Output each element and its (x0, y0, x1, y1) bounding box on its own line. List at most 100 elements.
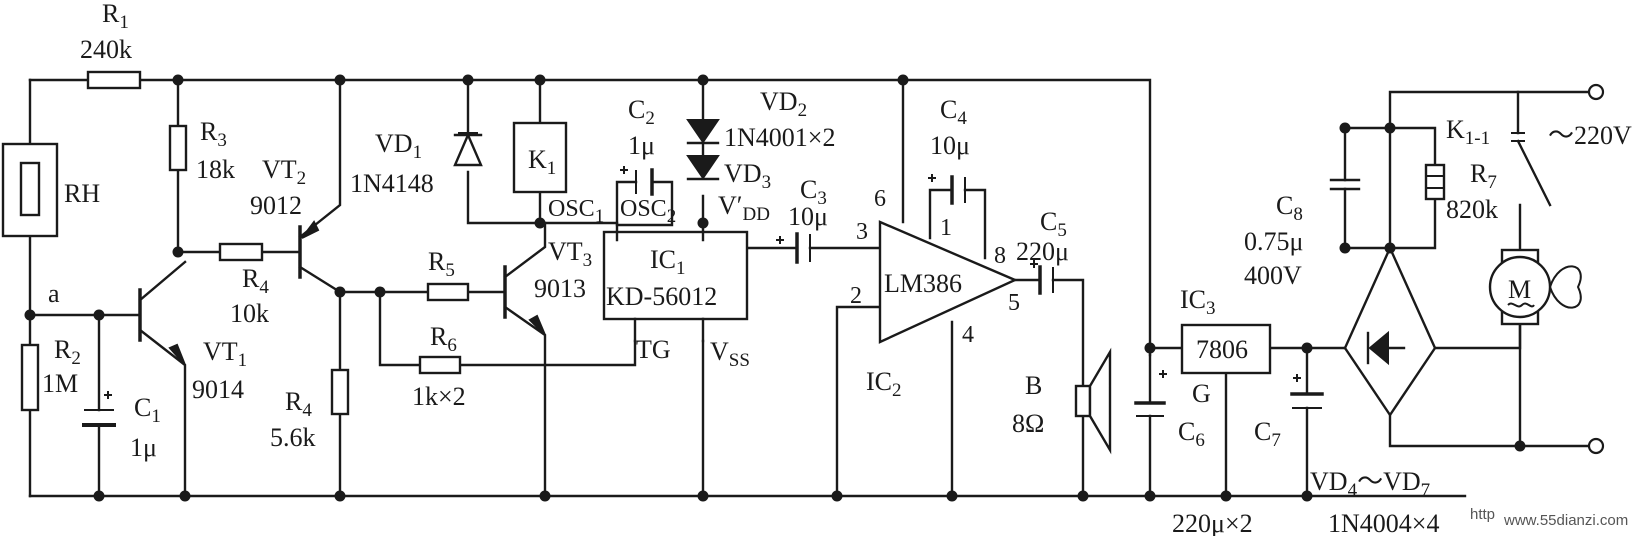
svg-text:1N4001×2: 1N4001×2 (724, 123, 835, 152)
labels: R1 240k RH R3 18k VT2 9012 VD1 1N4148 K1… (42, 0, 1632, 536)
resistor-r1 (86, 70, 142, 90)
transistor-vt2 (298, 220, 320, 279)
svg-text:C8: C8 (1276, 191, 1303, 225)
svg-text:R1: R1 (102, 0, 129, 33)
svg-text:10k: 10k (230, 299, 269, 328)
svg-text:IC2: IC2 (866, 367, 902, 401)
relay-k1 (512, 121, 568, 194)
transistor-vt3 (503, 265, 546, 336)
svg-text:R6: R6 (430, 322, 457, 356)
svg-text:2: 2 (850, 283, 862, 309)
svg-text:RH: RH (64, 179, 100, 208)
mains-terminals (1587, 83, 1605, 455)
resistor-r5 (426, 282, 470, 302)
ic1-kd56012 (602, 230, 749, 343)
svg-text:VD2: VD2 (760, 87, 807, 121)
svg-text:K1-1: K1-1 (1446, 115, 1490, 149)
svg-text:OSC1: OSC1 (548, 196, 604, 227)
svg-text:VT1: VT1 (203, 337, 247, 371)
svg-text:TG: TG (636, 335, 671, 364)
svg-text:C1: C1 (134, 393, 161, 427)
diode-vd3 (686, 141, 720, 181)
svg-text:VD3: VD3 (724, 159, 771, 193)
svg-text:R5: R5 (428, 247, 455, 281)
svg-text:9013: 9013 (534, 274, 586, 303)
svg-text:8: 8 (994, 243, 1006, 269)
svg-text:5.6k: 5.6k (270, 423, 316, 452)
svg-text:www.55dianzi.com: www.55dianzi.com (1503, 512, 1628, 529)
svg-text:R4: R4 (285, 387, 312, 421)
svg-text:220μ: 220μ (1016, 237, 1069, 266)
ic3-7806 (1180, 323, 1272, 375)
svg-text:4: 4 (962, 322, 974, 348)
capacitor-c6 (1134, 370, 1167, 417)
svg-text:8Ω: 8Ω (1012, 409, 1044, 438)
svg-text:R4: R4 (242, 264, 269, 298)
svg-text:G: G (1192, 379, 1211, 408)
svg-text:VSS: VSS (710, 337, 750, 371)
svg-text:1M: 1M (42, 369, 78, 398)
svg-text:5: 5 (1008, 290, 1020, 316)
humidity-sensor-rh (1, 142, 59, 238)
svg-text:a: a (48, 279, 60, 308)
svg-text:1μ: 1μ (628, 131, 655, 160)
svg-text:1μ: 1μ (130, 433, 157, 462)
svg-text:7806: 7806 (1196, 335, 1248, 364)
svg-text:R3: R3 (200, 117, 227, 151)
svg-text:18k: 18k (196, 155, 235, 184)
capacitor-c8 (1329, 178, 1361, 191)
svg-text:C2: C2 (628, 95, 655, 129)
svg-text:VD4～VD7: VD4～VD7 (1310, 467, 1430, 501)
speaker-b (1074, 347, 1112, 455)
svg-text:C7: C7 (1254, 417, 1281, 451)
svg-text:OSC2: OSC2 (620, 196, 676, 227)
svg-text:C5: C5 (1040, 207, 1067, 241)
svg-text:VT2: VT2 (262, 155, 306, 189)
svg-text:400V: 400V (1244, 261, 1302, 290)
svg-text:1k×2: 1k×2 (412, 382, 466, 411)
resistor-r6 (418, 355, 462, 375)
svg-text:10μ: 10μ (930, 131, 970, 160)
resistor-r4b (330, 368, 350, 416)
bridge-rectifier (1343, 245, 1437, 418)
svg-text:KD-56012: KD-56012 (606, 282, 717, 311)
svg-text:VT3: VT3 (548, 237, 592, 271)
capacitor-c1 (82, 391, 116, 427)
capacitor-c4 (928, 174, 966, 205)
svg-text:V′DD: V′DD (718, 191, 770, 225)
ic2-lm386 (878, 220, 1018, 344)
motor-m (1488, 248, 1582, 326)
svg-text:LM386: LM386 (884, 269, 962, 298)
svg-text:820k: 820k (1446, 195, 1498, 224)
svg-text:M: M (1508, 275, 1531, 304)
capacitor-c7 (1290, 374, 1324, 409)
svg-text:～220V: ～220V (1548, 121, 1632, 150)
svg-text:3: 3 (856, 219, 868, 245)
svg-text:R2: R2 (54, 335, 81, 369)
svg-text:K1: K1 (528, 145, 556, 179)
svg-text:1N4004×4: 1N4004×4 (1328, 509, 1439, 536)
resistor-r4a (218, 242, 264, 262)
svg-text:http: http (1470, 506, 1495, 523)
svg-text:VD1: VD1 (375, 129, 422, 163)
svg-text:C6: C6 (1178, 417, 1205, 451)
resistor-r2 (20, 343, 40, 412)
svg-text:6: 6 (874, 186, 886, 212)
capacitor-c5 (1030, 260, 1054, 295)
svg-text:C4: C4 (940, 95, 967, 129)
svg-text:0.75μ: 0.75μ (1244, 227, 1303, 256)
svg-text:10μ: 10μ (788, 202, 828, 231)
svg-text:R7: R7 (1470, 159, 1497, 193)
diode-vd1 (453, 131, 483, 167)
diode-vd2 (686, 119, 720, 145)
switch-k1-1 (1511, 132, 1525, 142)
svg-text:9014: 9014 (192, 375, 244, 404)
svg-text:220μ×2: 220μ×2 (1172, 509, 1253, 536)
svg-text:1: 1 (940, 215, 952, 241)
transistor-vt1 (138, 288, 186, 366)
svg-text:240k: 240k (80, 35, 132, 64)
capacitor-c2 (620, 166, 654, 196)
svg-text:B: B (1025, 371, 1042, 400)
svg-text:9012: 9012 (250, 191, 302, 220)
